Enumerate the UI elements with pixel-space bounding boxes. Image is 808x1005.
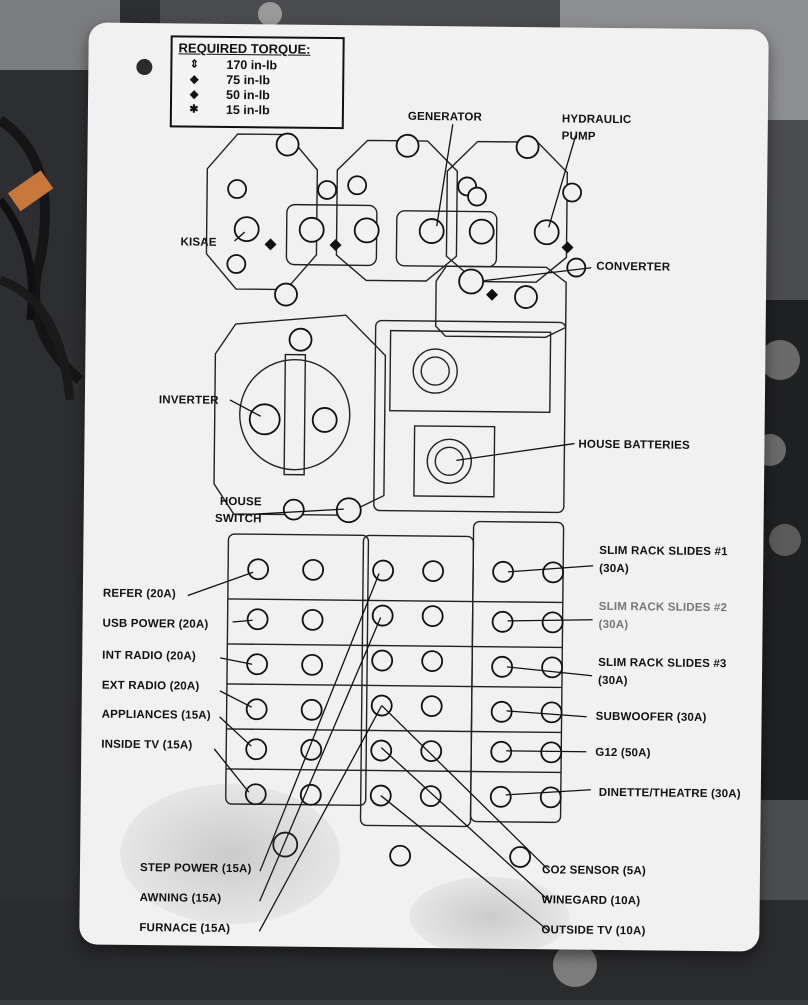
wiring-diagram	[187, 124, 594, 932]
label-usb-power: USB POWER (20A)	[102, 617, 209, 631]
label-slim-rack-1: SLIM RACK SLIDES #1 (30A)	[599, 544, 728, 576]
label-co2-sensor: CO2 SENSOR (5A)	[541, 864, 647, 878]
module-converter	[434, 265, 567, 338]
module-house-batteries	[373, 319, 567, 514]
label-refer: REFER (20A)	[102, 587, 177, 601]
label-step-power: STEP POWER (15A)	[139, 862, 252, 876]
label-house-batteries: HOUSE BATTERIES	[578, 438, 690, 452]
label-hydraulic-pump: HYDRAULIC PUMP	[561, 113, 632, 143]
label-winegard: WINEGARD (10A)	[541, 894, 641, 908]
label-dinette-theatre: DINETTE/THEATRE (30A)	[598, 786, 741, 801]
label-awning: AWNING (15A)	[139, 892, 222, 905]
label-inside-tv: INSIDE TV (15A)	[101, 738, 193, 752]
label-house-switch: HOUSE SWITCH	[215, 495, 262, 526]
torque-card: REQUIRED TORQUE: ⇕ 170 in-lb ◆ 75 in-lb …	[79, 22, 769, 952]
label-kisae: KISAE	[180, 236, 217, 249]
label-g12: G12 (50A)	[595, 746, 651, 760]
module-hydraulic-pump	[445, 140, 569, 283]
module-generator	[335, 139, 459, 282]
label-slim-rack-2: SLIM RACK SLIDES #2 (30A)	[598, 600, 728, 632]
label-furnace: FURNACE (15A)	[139, 922, 231, 935]
label-ext-radio: EXT RADIO (20A)	[101, 679, 200, 693]
fuse-panel-left	[225, 533, 370, 807]
label-converter: CONVERTER	[596, 260, 671, 274]
label-inverter: INVERTER	[158, 394, 219, 407]
label-int-radio: INT RADIO (20A)	[102, 649, 197, 663]
label-appliances: APPLIANCES (15A)	[101, 708, 211, 722]
label-generator: GENERATOR	[407, 110, 483, 124]
label-subwoofer: SUBWOOFER (30A)	[595, 710, 707, 724]
label-outside-tv: OUTSIDE TV (10A)	[541, 924, 646, 938]
label-slim-rack-3: SLIM RACK SLIDES #3 (30A)	[597, 656, 727, 688]
module-kisae	[205, 133, 319, 291]
